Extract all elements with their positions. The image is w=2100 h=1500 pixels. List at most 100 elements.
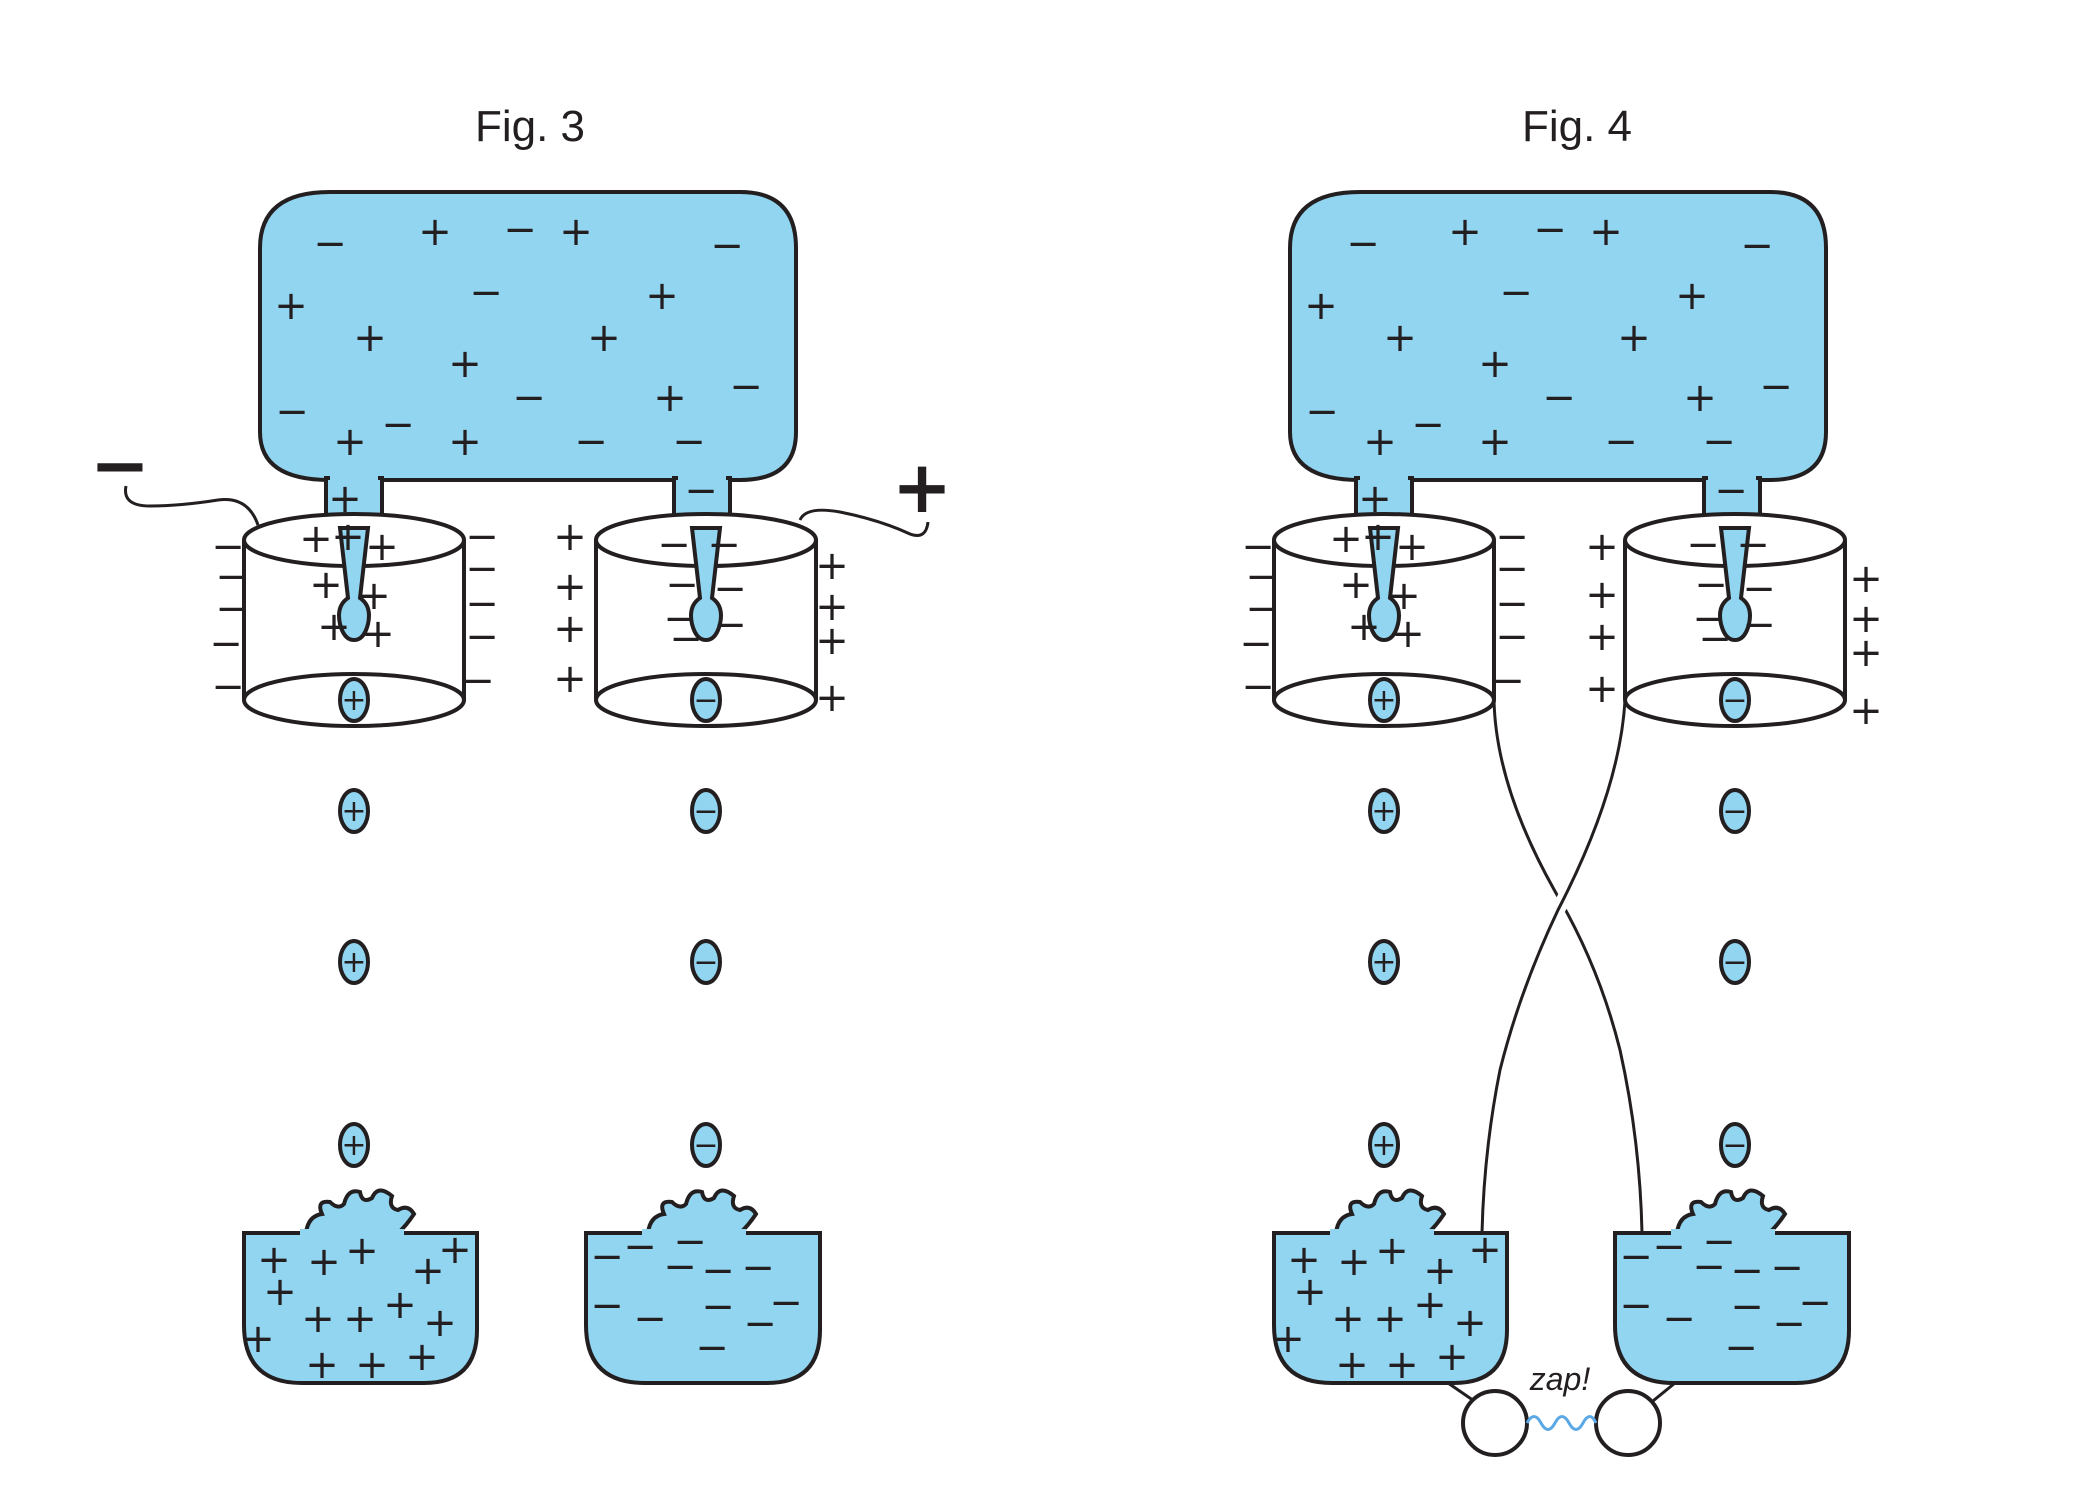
drop-positive-charge: + [341, 945, 366, 980]
negative-charge-sign: − [215, 586, 249, 632]
right-ring-outer-charges: ++++++++ [1585, 524, 1883, 734]
positive-charge-sign: + [343, 1296, 377, 1342]
positive-charge-sign: + [1395, 524, 1429, 570]
negative-charge-sign: − [465, 546, 499, 592]
negative-charge-sign: − [1533, 207, 1567, 253]
left-splash [1333, 1188, 1447, 1235]
positive-charge-sign: + [345, 1228, 379, 1274]
drop-negative-charge: − [693, 945, 718, 980]
negative-charge-sign: − [1772, 1301, 1806, 1347]
positive-charge-sign: + [257, 1237, 291, 1283]
right-nozzle [1718, 526, 1752, 643]
negative-charge-sign: − [1411, 402, 1445, 448]
positive-charge-sign: + [1331, 1296, 1365, 1342]
negative-charge-sign: − [469, 270, 503, 316]
drop-negative-charge: − [1722, 1128, 1747, 1163]
left-drops [338, 677, 370, 1168]
crossed-wire-left-ring-to-right-bucket [1492, 699, 1644, 1234]
negative-charge-sign: − [1499, 270, 1533, 316]
negative-charge-sign: − [707, 522, 741, 568]
right-drop-charges: −−−− [1722, 683, 1747, 1163]
negative-charge-sign: − [465, 614, 499, 660]
positive-charge-sign: + [448, 341, 482, 387]
positive-charge-sign: + [645, 273, 679, 319]
negative-terminal-label: − [90, 423, 150, 507]
positive-charge-sign: + [1361, 514, 1395, 560]
positive-charge-sign: + [418, 209, 452, 255]
negative-charge-sign: − [1742, 566, 1776, 612]
negative-charge-sign: − [465, 581, 499, 627]
right-splash [645, 1188, 759, 1235]
negative-charge-sign: − [1702, 1219, 1736, 1265]
positive-charge-sign: + [299, 516, 333, 562]
negative-charge-sign: − [1495, 581, 1529, 627]
positive-charge-sign: + [405, 1334, 439, 1380]
left-spark-gap-sphere [1461, 1389, 1529, 1457]
figure-4: Fig. 4 −+−+−+−++++−−+−+−+−− +− +++++++ −… [1239, 102, 1883, 1457]
positive-charge-sign: + [448, 419, 482, 465]
left-ring-outer-charges: −−−−−−−−−− [1239, 514, 1529, 710]
right-spark-gap-sphere [1594, 1389, 1662, 1457]
negative-charge-sign: − [211, 524, 245, 570]
right-nozzle [689, 526, 723, 643]
negative-charge-sign: − [710, 223, 744, 269]
negative-charge-sign: − [1694, 562, 1728, 608]
negative-charge-sign: − [769, 1280, 803, 1326]
right-collector-bucket [1613, 1231, 1851, 1385]
negative-charge-sign: − [211, 664, 245, 710]
positive-charge-sign: + [331, 514, 365, 560]
positive-charge-sign: + [365, 524, 399, 570]
negative-charge-sign: − [1702, 419, 1736, 465]
negative-charge-sign: − [381, 402, 415, 448]
positive-charge-sign: + [1387, 573, 1421, 619]
negative-charge-sign: − [743, 1301, 777, 1347]
negative-charge-sign: − [701, 1284, 735, 1330]
right-bucket-charges: −−−−−−−−−−−− [590, 1219, 803, 1371]
positive-charge-sign: + [815, 618, 849, 664]
drop-negative-charge: − [693, 794, 718, 829]
negative-charge-sign: − [1652, 1224, 1686, 1270]
negative-charge-sign: − [684, 468, 718, 514]
left-ring-inner-charges: +++++++ [1329, 514, 1429, 657]
negative-charge-sign: − [590, 1283, 624, 1329]
positive-charge-sign: + [1383, 315, 1417, 361]
positive-charge-sign: + [1337, 1239, 1371, 1285]
drop-negative-charge: − [1722, 945, 1747, 980]
drop-positive-charge: + [341, 1128, 366, 1163]
left-bucket-charges: ++++++++++++++ [241, 1227, 472, 1388]
negative-charge-sign: − [512, 375, 546, 421]
drop-negative-charge: − [1722, 794, 1747, 829]
negative-charge-sign: − [1604, 419, 1638, 465]
positive-charge-sign: + [1373, 1296, 1407, 1342]
drop-positive-charge: + [341, 683, 366, 718]
negative-charge-sign: − [1724, 1325, 1758, 1371]
positive-charge-sign: + [1287, 1237, 1321, 1283]
negative-charge-sign: − [741, 1245, 775, 1291]
negative-charge-sign: − [1495, 614, 1529, 660]
negative-charge-sign: − [1770, 1245, 1804, 1291]
negative-charge-sign: − [574, 419, 608, 465]
positive-charge-sign: + [1589, 209, 1623, 255]
negative-charge-sign: − [1730, 1284, 1764, 1330]
figure-3: Fig. 3 −+−+−+−++++−−+−+−+−− +− +++++++ −… [90, 102, 952, 1388]
negative-charge-sign: − [1686, 522, 1720, 568]
negative-charge-sign: − [1245, 554, 1279, 600]
positive-charge-sign: + [1329, 516, 1363, 562]
negative-charge-sign: − [1692, 1244, 1726, 1290]
positive-charge-sign: + [274, 283, 308, 329]
negative-charge-sign: − [503, 207, 537, 253]
negative-charge-sign: − [209, 621, 243, 667]
positive-charge-sign: + [1683, 375, 1717, 421]
positive-charge-sign: + [1385, 1342, 1419, 1388]
positive-charge-sign: + [815, 543, 849, 589]
positive-charge-sign: + [1271, 1316, 1305, 1362]
negative-charge-sign: − [672, 419, 706, 465]
crossed-wire-right-ring-to-left-bucket [1475, 699, 1632, 1234]
water-reservoir [258, 190, 798, 482]
negative-charge-sign: − [673, 1219, 707, 1265]
drop-positive-charge: + [1371, 945, 1396, 980]
negative-charge-sign: − [663, 596, 697, 642]
positive-charge-sign: + [1453, 1300, 1487, 1346]
negative-charge-sign: − [1495, 546, 1529, 592]
negative-charge-sign: − [1698, 616, 1732, 662]
